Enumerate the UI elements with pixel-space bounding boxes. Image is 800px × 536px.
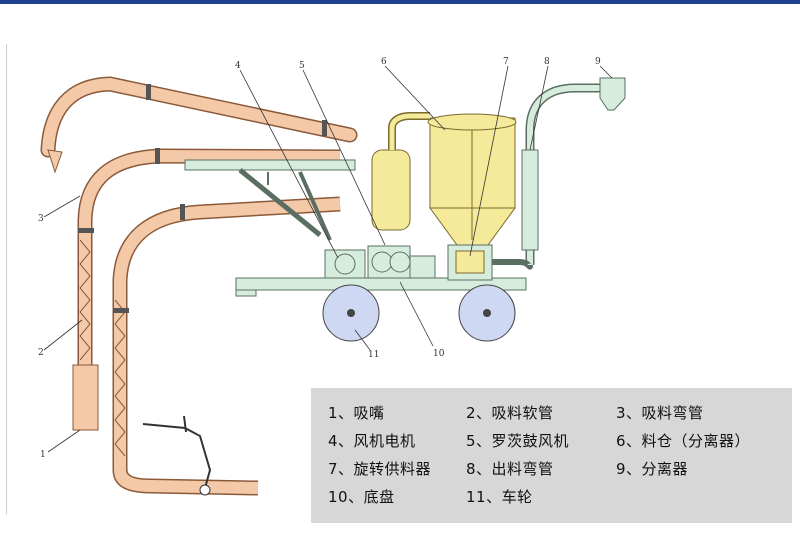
callout-3: 3 [38, 214, 44, 224]
suction-nozzle [72, 364, 99, 431]
legend-item-7: 7、旋转供料器 [328, 460, 432, 478]
legend-item-9: 9、分离器 [616, 460, 689, 478]
top-border-bar [0, 0, 800, 4]
callout-10: 10 [433, 349, 445, 359]
hose-upper-nozzle [47, 149, 63, 174]
roots-blower [371, 149, 411, 231]
floor-nozzle-wheel [199, 484, 211, 496]
hose-upper-arm [40, 76, 358, 158]
callout-11: 11 [368, 350, 379, 360]
legend-item-10: 10、底盘 [328, 488, 395, 506]
component-legend: 1、吸嘴 2、吸料软管 3、吸料弯管 4、风机电机 5、罗茨鼓风机 6、料仓（分… [311, 388, 792, 523]
callout-1: 1 [40, 450, 46, 460]
boom-strut [238, 168, 322, 237]
legend-item-6: 6、料仓（分离器） [616, 432, 751, 450]
callout-9: 9 [595, 57, 601, 67]
legend-item-5: 5、罗茨鼓风机 [466, 432, 570, 450]
legend-item-1: 1、吸嘴 [328, 404, 385, 422]
legend-item-4: 4、风机电机 [328, 432, 416, 450]
callout-5: 5 [299, 61, 305, 71]
floor-nozzle-handle [142, 423, 212, 489]
boom-rail [184, 159, 356, 171]
legend-item-8: 8、出料弯管 [466, 460, 554, 478]
callout-4: 4 [235, 61, 241, 71]
hose-lower-spiral [114, 299, 126, 457]
left-border-line [6, 44, 7, 514]
callout-7: 7 [503, 57, 509, 67]
separator-9 [599, 77, 626, 111]
callout-6: 6 [381, 57, 387, 67]
legend-item-3: 3、吸料弯管 [616, 404, 704, 422]
hose-middle-spiral [79, 239, 91, 361]
callout-8: 8 [544, 57, 550, 67]
legend-item-11: 11、车轮 [466, 488, 533, 506]
discharge-elbow [525, 83, 605, 265]
hose-lower-arm [112, 196, 341, 470]
legend-item-2: 2、吸料软管 [466, 404, 554, 422]
callout-2: 2 [38, 348, 44, 358]
